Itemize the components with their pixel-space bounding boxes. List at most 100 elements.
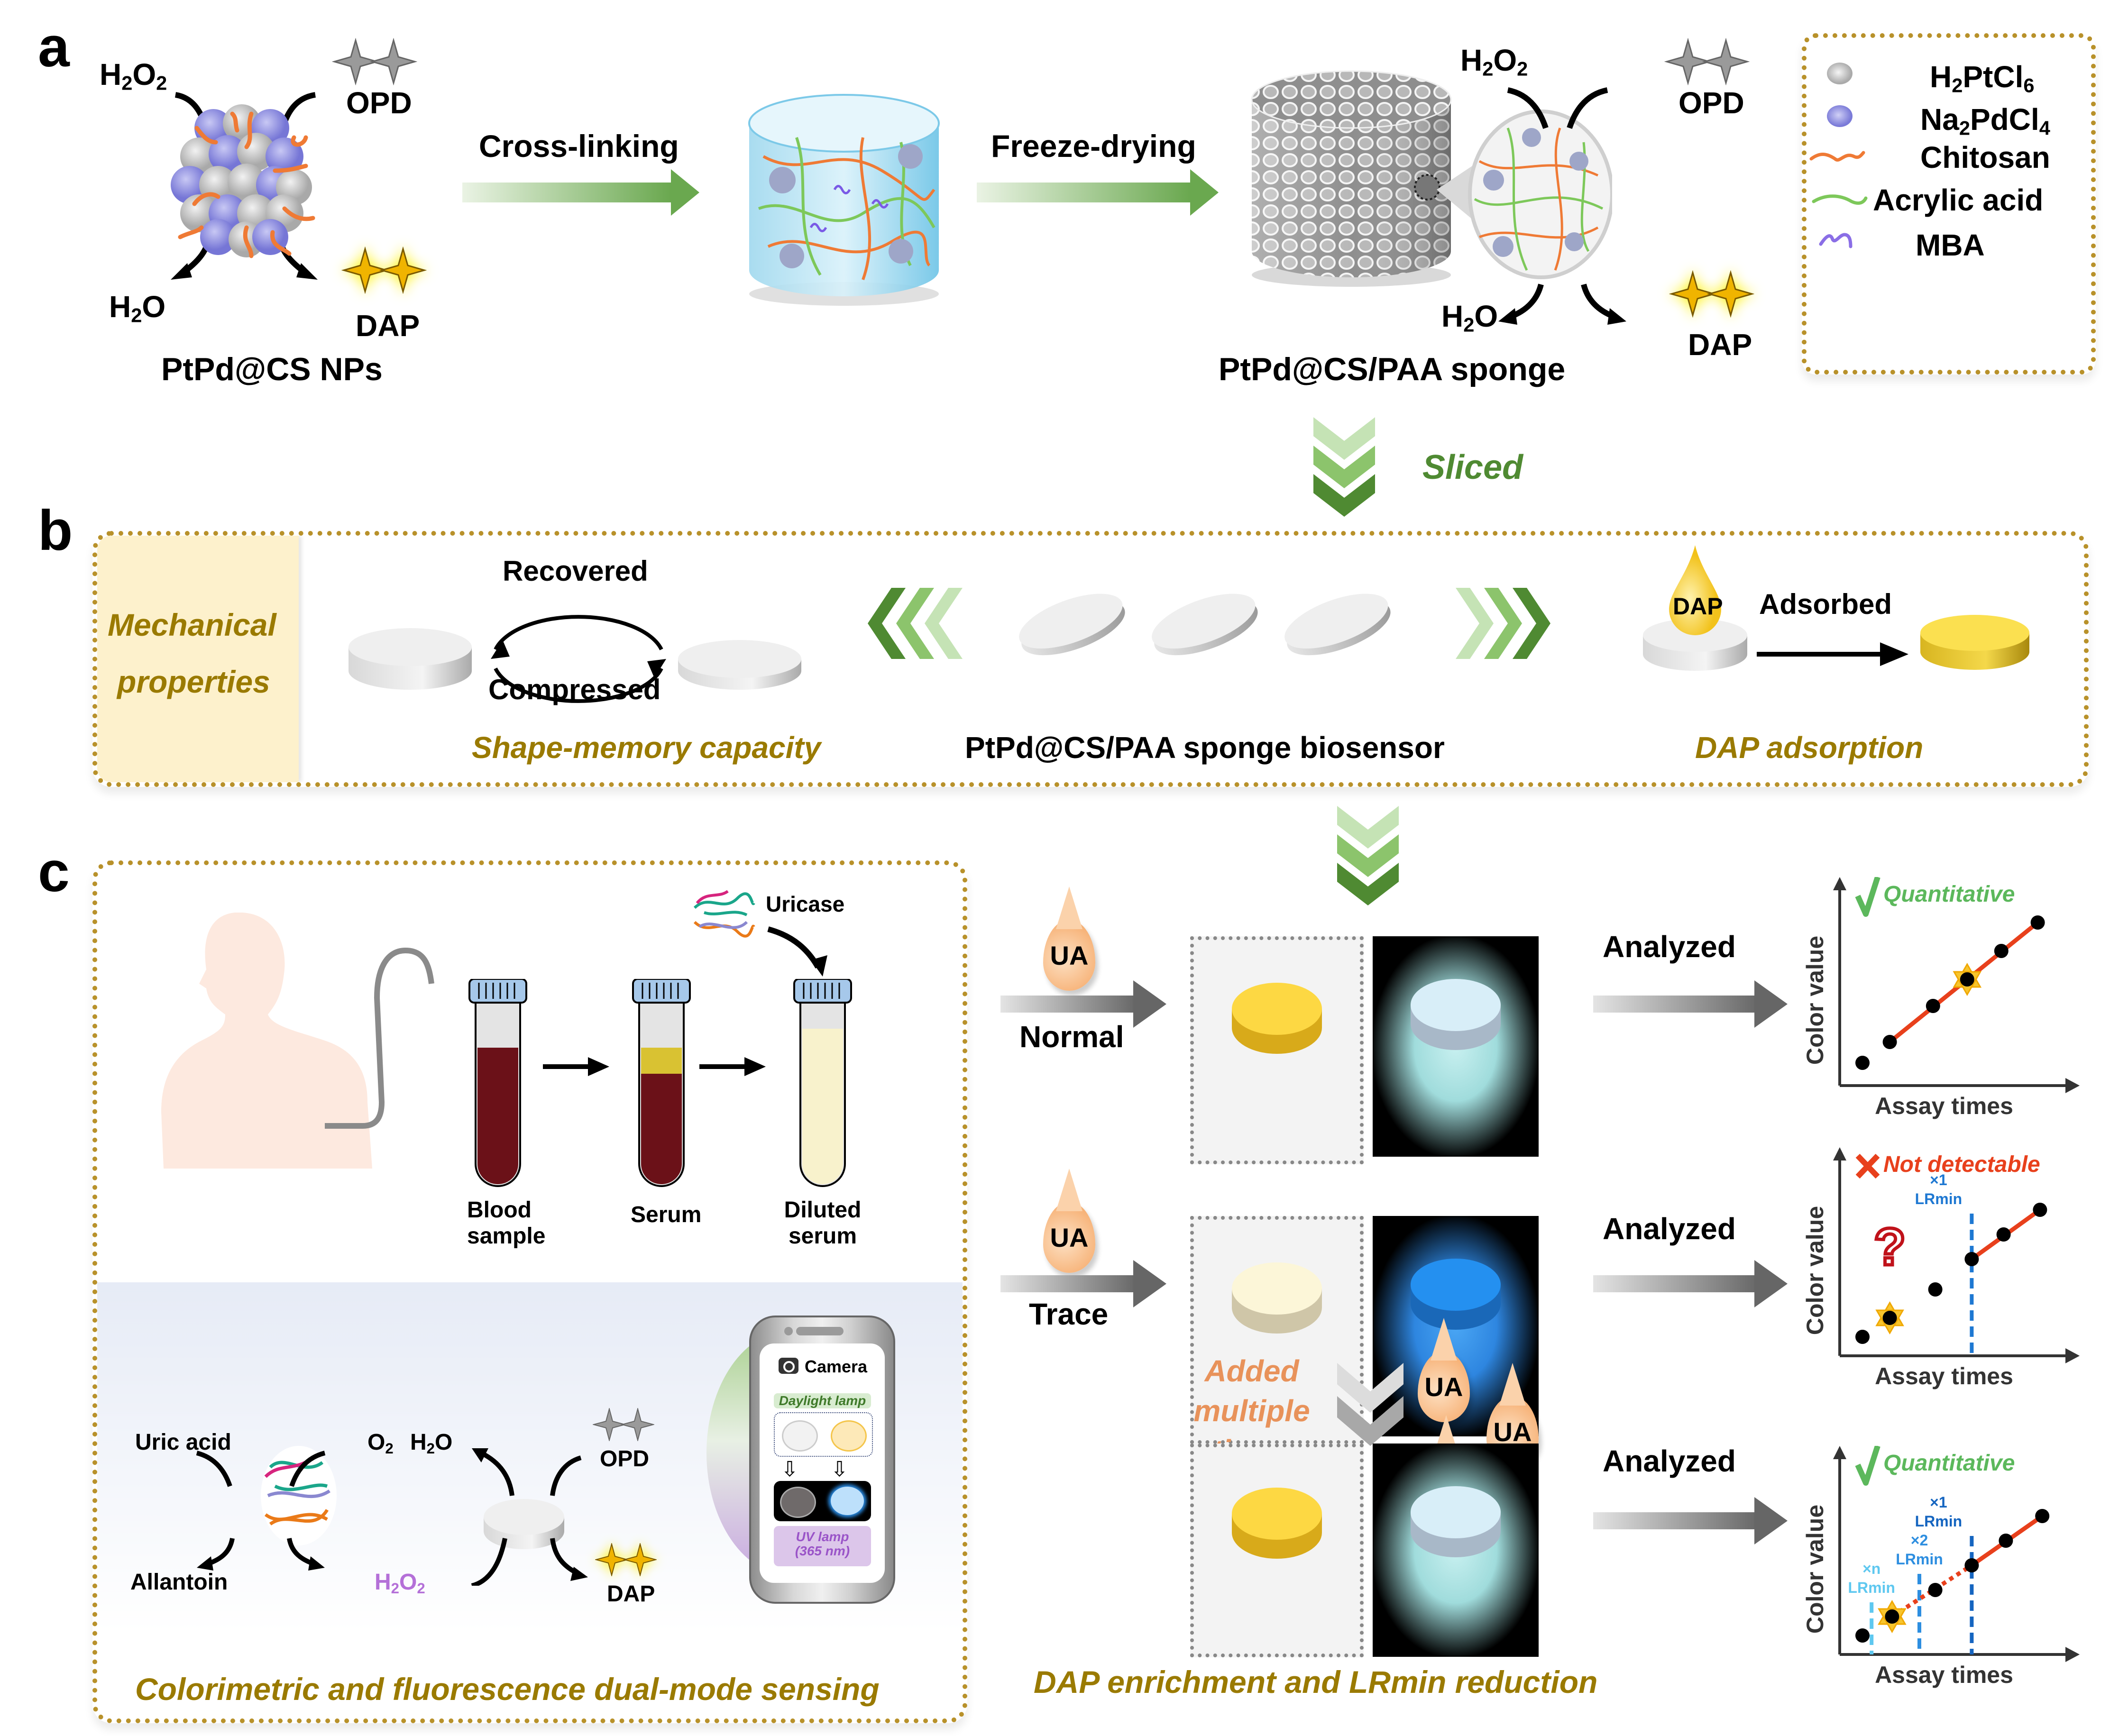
data-point [1999, 1534, 2013, 1548]
ua-drop-label: UA [1050, 940, 1089, 970]
dap-drop-label: DAP [1673, 593, 1723, 620]
shape-memory-caption: Shape-memory capacity [472, 731, 821, 765]
smartphone: Camera Daylight lamp ⇩ ⇩ UV lamp(365 nm) [749, 1316, 895, 1604]
panel-b-box: Mechanical properties Recovered Compress… [92, 531, 2089, 787]
sponge-dap-label: DAP [1688, 328, 1752, 362]
data-point [2030, 915, 2045, 930]
freeze-drying-arrow [977, 169, 1219, 216]
ua-drop-normal: UA [1043, 920, 1095, 991]
data-point [1855, 1628, 1870, 1643]
enriched-analyzed-arrow [1593, 1497, 1788, 1544]
allantoin-label: Allantoin [130, 1570, 228, 1595]
data-point [1855, 1056, 1870, 1070]
enriched-daylight-panel [1190, 1444, 1364, 1657]
mechanical-properties-sidebar: Mechanical properties [97, 536, 299, 782]
sponge-caption: PtPd@CS/PAA sponge [1219, 351, 1566, 387]
threshold-lrmin-label: LRmin [1915, 1190, 1963, 1207]
opd-star-icons-c [592, 1407, 655, 1444]
blank-sample-uv [780, 1487, 816, 1518]
uricase-arrow [766, 922, 832, 981]
dual-mode-caption: Colorimetric and fluorescence dual-mode … [135, 1672, 880, 1707]
camera-icon [779, 1358, 798, 1374]
left-chevrons-icon [863, 588, 967, 661]
sponge-h2o-label: H2O [1441, 299, 1498, 336]
daylight-sample-frame [774, 1412, 873, 1457]
down-chevrons-icon [1337, 806, 1399, 913]
sponge-reaction-arrows-c [462, 1444, 609, 1588]
x-axis-label: Assay times [1875, 1363, 2013, 1389]
properties-label: properties [117, 664, 270, 699]
x-axis-label: Assay times [1875, 1093, 2013, 1119]
legend-orange-wave-icon [1809, 147, 1866, 168]
chart-status-title: Quantitative [1883, 1451, 2015, 1476]
legend-purple-wave-icon [1818, 230, 1861, 251]
y-axis-arrowhead [1833, 877, 1846, 890]
uv-lamp-label: UV lamp(365 nm) [774, 1526, 871, 1566]
recovered-label: Recovered [503, 555, 648, 587]
data-point [1994, 944, 2009, 958]
panel-letter-a: a [38, 15, 70, 79]
highlighted-data-point [1960, 972, 1974, 987]
normal-yellow-disc-icon [1232, 983, 1322, 1054]
grey-down-chevrons-icon [1337, 1363, 1403, 1451]
mechanical-label: Mechanical [108, 607, 276, 642]
nanoparticle-figure: H2O2 OPD H2O DAP PtPd@CS NPs [95, 28, 455, 389]
cross-linking-label: Cross-linking [479, 128, 679, 164]
panel-letter-b: b [38, 499, 73, 562]
positive-sample-uv [831, 1487, 864, 1515]
y-axis-label: Color value [1802, 1206, 1828, 1335]
compressed-sponge-disc-icon [676, 638, 804, 697]
dap-drop-icon: DAP [1664, 545, 1726, 635]
diluted-serum-tube-icon [792, 978, 853, 1195]
enriched-uv-disc-icon [1411, 1486, 1501, 1557]
dap-adsorption-caption: DAP adsorption [1695, 731, 1924, 765]
y-axis-arrowhead [1833, 1446, 1846, 1459]
enriched-analyzed-label: Analyzed [1603, 1444, 1736, 1478]
ua-drop-trace: UA [1043, 1202, 1095, 1273]
opd-label-c: OPD [600, 1446, 650, 1471]
yellow-disc-icon [1918, 612, 2032, 676]
sliced-chevron-icon [1313, 417, 1375, 524]
uricase-label: Uricase [766, 892, 845, 916]
data-point [1926, 999, 1940, 1013]
daylight-lamp-label: Daylight lamp [774, 1393, 871, 1408]
right-chevrons-icon [1451, 588, 1555, 661]
freeze-drying-label: Freeze-drying [991, 128, 1196, 164]
shape-memory-cycle-arrows [486, 607, 666, 713]
enriched-yellow-disc-icon [1232, 1488, 1322, 1559]
down-arrow-left-icon: ⇩ [781, 1458, 798, 1481]
check-icon [1855, 876, 1880, 917]
white-disc-icon [1641, 616, 1750, 680]
trace-input-arrow [1000, 1260, 1166, 1307]
phone-front-camera [784, 1327, 793, 1335]
h2o-output-label: H2O [109, 290, 166, 327]
enriched-uv-panel [1373, 1444, 1539, 1657]
trace-daylight-panel [1190, 1216, 1364, 1444]
down-arrow-right-icon: ⇩ [831, 1458, 848, 1481]
highlighted-data-point [1882, 1311, 1897, 1325]
opd-star-icons [331, 37, 418, 88]
serum-tube-icon [631, 978, 692, 1195]
ua-drop-label: UA [1424, 1371, 1463, 1402]
panel-letter-c: c [38, 840, 70, 904]
legend-label-mba: MBA [1916, 228, 1985, 262]
trace-label: Trace [1029, 1297, 1109, 1331]
added-line1: Added [1204, 1354, 1299, 1388]
sliced-label: Sliced [1422, 448, 1523, 486]
h2o-label: H2O [410, 1430, 453, 1457]
data-point [2033, 1203, 2047, 1217]
x-axis-arrowhead [2065, 1348, 2080, 1363]
data-point [1855, 1330, 1870, 1344]
data-point [1928, 1282, 1943, 1297]
camera-label: Camera [805, 1357, 868, 1376]
sponge-slices-icon [1015, 581, 1394, 668]
uv-sample-frame [774, 1481, 871, 1521]
added-line2: multiple [1193, 1394, 1310, 1428]
cross-icon [1855, 1153, 1880, 1179]
threshold-multiplier-label: ×1 [1930, 1494, 1947, 1511]
threshold-multiplier-label: ×2 [1911, 1532, 1928, 1549]
